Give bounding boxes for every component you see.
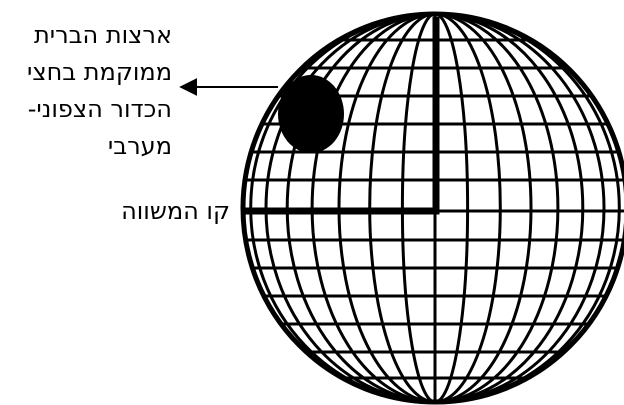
usa-location-label: ארצות הברית ממוקמת בחצי הכדור הצפוני- מע… — [27, 17, 172, 165]
equator-label: קו המשווה — [121, 196, 230, 226]
usa-label-line-4: מערבי — [27, 128, 172, 165]
usa-label-line-3: הכדור הצפוני- — [27, 91, 172, 128]
usa-label-line-1: ארצות הברית — [27, 17, 172, 54]
usa-region-spot — [278, 75, 344, 153]
usa-label-line-2: ממוקמת בחצי — [27, 54, 172, 91]
